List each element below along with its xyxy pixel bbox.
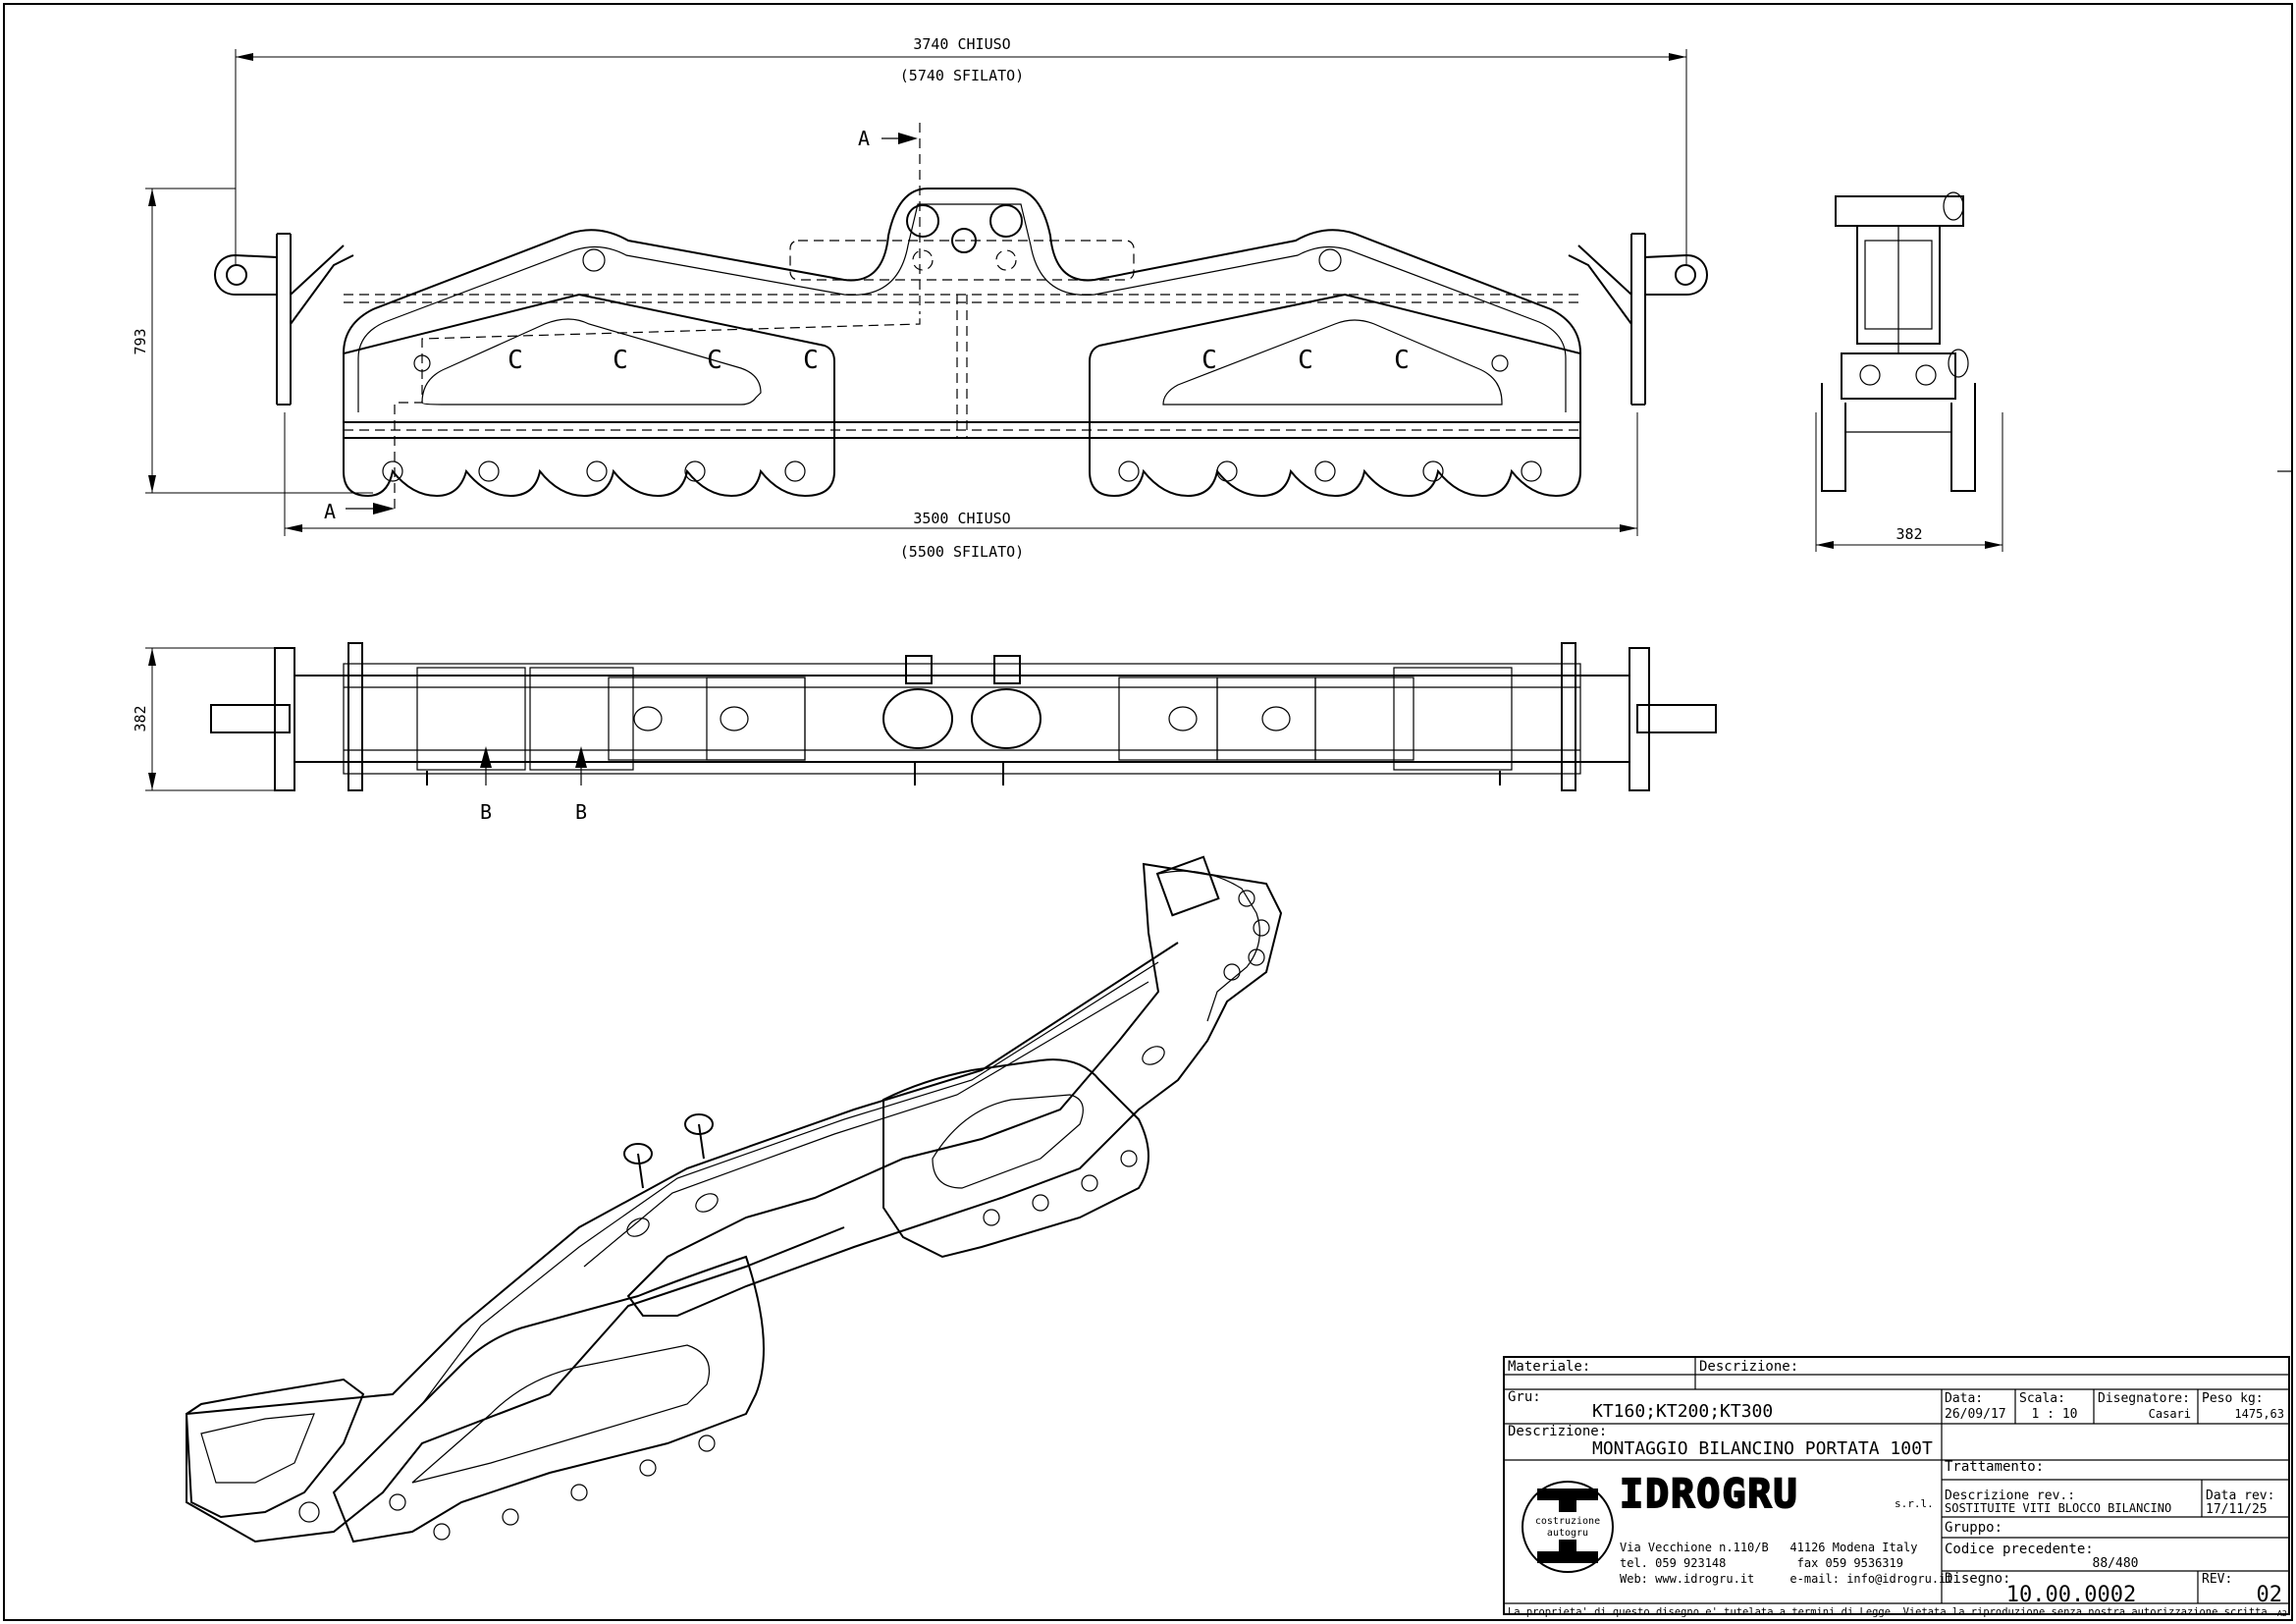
- address-line-2: tel. 059 923148 fax 059 9536319: [1620, 1556, 1903, 1570]
- side-dim-label: 382: [1896, 525, 1922, 543]
- gru-label: Gru:: [1508, 1389, 1541, 1405]
- data-rev-value: 17/11/25: [2206, 1502, 2268, 1517]
- dim-bottom-sub-label: (5500 SFILATO): [900, 543, 1024, 561]
- logo-text-1: costruzione: [1535, 1516, 1600, 1527]
- data-value: 26/09/17: [1945, 1407, 2006, 1422]
- svg-text:C: C: [613, 346, 628, 375]
- company-suffix: s.r.l.: [1895, 1497, 1934, 1510]
- materiale-label: Materiale:: [1508, 1359, 1590, 1375]
- data-label: Data:: [1945, 1391, 1983, 1406]
- company-logo: costruzione autogru: [1522, 1481, 1614, 1573]
- dim-height-label: 793: [132, 328, 149, 354]
- codice-label: Codice precedente:: [1945, 1542, 2094, 1557]
- dim-top-sub-label: (5740 SFILATO): [900, 67, 1024, 84]
- trattamento-label: Trattamento:: [1945, 1459, 2044, 1475]
- front-view: 3740 CHIUSO (5740 SFILATO) 793 3500 CHIU…: [132, 35, 1708, 561]
- isometric-view: [185, 855, 1283, 1543]
- section-a-top-label: A: [858, 127, 870, 150]
- scala-value: 1 : 10: [2032, 1407, 2078, 1422]
- disegno-label: Disegno:: [1945, 1571, 2010, 1587]
- company-name: IDROGRU: [1620, 1472, 1799, 1517]
- side-view: 382: [1815, 191, 2003, 552]
- section-b-label-2: B: [575, 800, 587, 824]
- svg-text:C: C: [507, 346, 523, 375]
- descrizione-rev-value: SOSTITUITE VITI BLOCCO BILANCINO: [1945, 1501, 2171, 1515]
- disegnatore-label: Disegnatore:: [2098, 1391, 2190, 1406]
- sheet-border: [3, 3, 2293, 1621]
- svg-text:C: C: [707, 346, 722, 375]
- gruppo-label: Gruppo:: [1945, 1520, 2002, 1536]
- svg-text:C: C: [1394, 346, 1410, 375]
- svg-text:C: C: [1201, 346, 1217, 375]
- dim-top-label: 3740 CHIUSO: [913, 35, 1010, 53]
- sheet-size-label: A2: [2277, 1609, 2287, 1618]
- svg-text:C: C: [803, 346, 819, 375]
- peso-label: Peso kg:: [2202, 1391, 2264, 1406]
- descrizione2-value: MONTAGGIO BILANCINO PORTATA 100T: [1592, 1438, 1933, 1459]
- top-dim-label: 382: [132, 705, 149, 731]
- disegno-value: 10.00.0002: [2006, 1583, 2136, 1607]
- title-block: Materiale: Descrizione: Gru: KT160;KT200…: [1503, 1356, 2290, 1618]
- descrizione2-label: Descrizione:: [1508, 1424, 1607, 1439]
- top-view: 382: [132, 642, 1717, 824]
- data-rev-label: Data rev:: [2206, 1489, 2274, 1503]
- section-b-label-1: B: [480, 800, 492, 824]
- copyright-notice: La proprieta' di questo disegno e' tutel…: [1508, 1605, 2273, 1618]
- descrizione-label: Descrizione:: [1699, 1359, 1798, 1375]
- scala-label: Scala:: [2019, 1391, 2065, 1406]
- dim-bottom-label: 3500 CHIUSO: [913, 510, 1010, 527]
- disegnatore-value: Casari: [2149, 1407, 2191, 1421]
- rev-label: REV:: [2202, 1572, 2232, 1587]
- gru-value: KT160;KT200;KT300: [1592, 1401, 1773, 1422]
- logo-text-2: autogru: [1547, 1528, 1588, 1539]
- peso-value: 1475,63: [2234, 1407, 2284, 1421]
- codice-value: 88/480: [2093, 1556, 2139, 1571]
- address-line-3: Web: www.idrogru.it e-mail: info@idrogru…: [1620, 1572, 1953, 1586]
- section-a-bottom-label: A: [324, 500, 336, 523]
- address-line-1: Via Vecchione n.110/B 41126 Modena Italy: [1620, 1541, 1917, 1554]
- descrizione-rev-label: Descrizione rev.:: [1945, 1489, 2075, 1503]
- rev-value: 02: [2257, 1583, 2283, 1607]
- svg-text:C: C: [1298, 346, 1313, 375]
